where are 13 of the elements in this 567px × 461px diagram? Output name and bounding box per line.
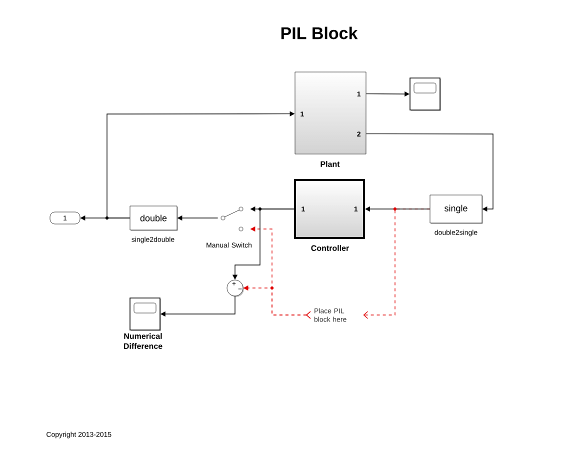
- subsystem-block: [294, 72, 366, 154]
- switch-symbol: [220, 206, 244, 232]
- title: PIL Block: [281, 26, 358, 40]
- scope-block: [130, 298, 161, 331]
- connector: [366, 133, 494, 212]
- block-label: Numerical Difference: [124, 333, 162, 349]
- block-label: Plant: [320, 161, 340, 167]
- block-label: Controller: [311, 245, 349, 251]
- sum-block: [226, 280, 244, 297]
- subsystem-block: [294, 179, 365, 239]
- scope-block: [410, 78, 441, 111]
- conversion-block: single: [430, 194, 483, 224]
- conversion-block: double: [130, 206, 178, 231]
